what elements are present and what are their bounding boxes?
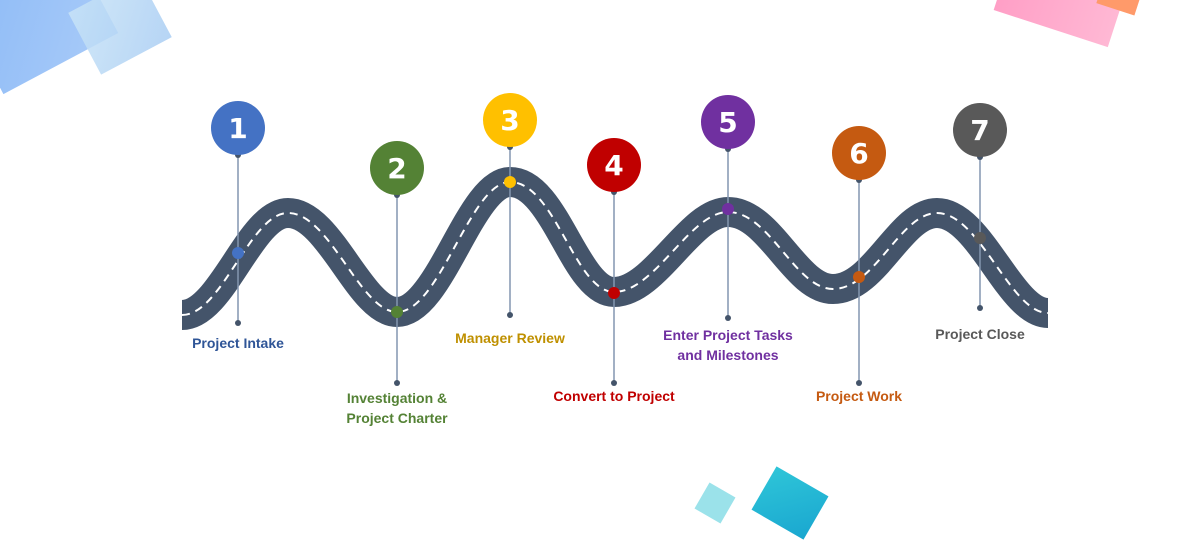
step-number: 6 (849, 137, 868, 170)
connector-end-dot (235, 320, 241, 326)
step-number-circle (211, 101, 265, 155)
road-point-dot (853, 271, 865, 283)
step-number: 2 (387, 152, 406, 185)
step-number-circle (701, 95, 755, 149)
step-label-3: Manager Review (455, 328, 565, 348)
step-number-circle (483, 93, 537, 147)
step-label-line: Enter Project Tasks (663, 327, 793, 343)
road-point-dot (232, 247, 244, 259)
step-label-line: Project Charter (346, 410, 448, 426)
connector-end-dot (611, 380, 617, 386)
road-point-dot (974, 232, 986, 244)
step-label-7: Project Close (935, 324, 1024, 344)
step-label-6: Project Work (816, 386, 902, 406)
connector-end-dot (856, 380, 862, 386)
step-label-line: Convert to Project (553, 388, 675, 404)
step-number-circle (832, 126, 886, 180)
road-point-dot (608, 287, 620, 299)
road-point-dot (722, 203, 734, 215)
step-marker-7: 7 (953, 103, 1007, 311)
step-marker-3: 3 (483, 93, 537, 318)
road-point-dot (391, 306, 403, 318)
step-label-line: Investigation & (346, 390, 448, 406)
step-marker-4: 4 (587, 138, 641, 386)
road-center-dashes (181, 180, 1049, 316)
step-marker-5: 5 (701, 95, 755, 321)
step-label-line: and Milestones (677, 347, 779, 363)
step-number: 1 (228, 112, 247, 145)
connector-end-dot (394, 380, 400, 386)
step-number-circle (370, 141, 424, 195)
connector-end-dot (977, 305, 983, 311)
step-number: 5 (718, 106, 737, 139)
step-label-4: Convert to Project (553, 386, 674, 406)
step-label-2: Investigation & Project Charter (346, 388, 447, 428)
roadmap-diagram: 1 2 3 4 5 6 7 (179, 93, 1051, 386)
step-label-line: Project Work (815, 388, 903, 404)
road-point-dot (504, 176, 516, 188)
step-marker-2: 2 (370, 141, 424, 386)
step-label-1: Project Intake (192, 333, 284, 353)
step-label-line: Project Close (935, 326, 1025, 342)
connector-end-dot (507, 312, 513, 318)
step-label-5: Enter Project Tasks and Milestones (663, 325, 793, 365)
step-number: 4 (604, 149, 623, 182)
connector-end-dot (725, 315, 731, 321)
step-marker-6: 6 (832, 126, 886, 386)
step-number-circle (587, 138, 641, 192)
step-number: 3 (500, 104, 519, 137)
step-label-line: Manager Review (455, 330, 565, 346)
step-marker-1: 1 (211, 101, 265, 326)
step-number: 7 (970, 114, 989, 147)
step-label-line: Project Intake (192, 335, 284, 351)
step-number-circle (953, 103, 1007, 157)
